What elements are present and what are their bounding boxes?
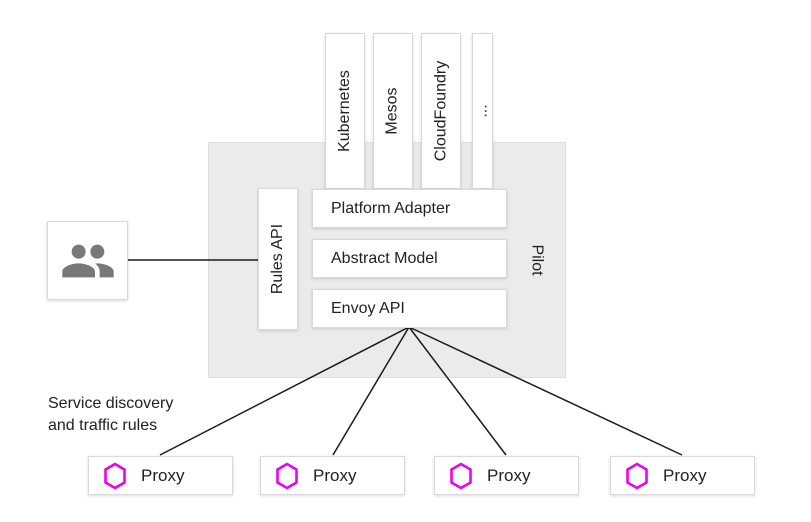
- users-box: [47, 221, 128, 300]
- platform-label-cloudfoundry: CloudFoundry: [432, 60, 449, 162]
- annotation-text: Service discovery and traffic rules: [48, 393, 173, 437]
- hexagon-icon-shape: [104, 461, 126, 490]
- hexagon-icon-shape: [626, 461, 648, 490]
- platform-adapter-label: Platform Adapter: [331, 199, 451, 217]
- proxy-box-3: Proxy: [434, 456, 579, 495]
- annotation-line-1: Service discovery: [48, 395, 174, 412]
- rules-api-label: Rules API: [269, 223, 287, 295]
- proxy-box-2: Proxy: [260, 456, 405, 495]
- platform-label-mesos: Mesos: [384, 87, 401, 135]
- envoy-api-box: Envoy API: [312, 289, 507, 328]
- platform-box-kubernetes: Kubernetes: [325, 33, 365, 189]
- proxy-box-4: Proxy: [610, 456, 755, 495]
- proxy-label: Proxy: [313, 465, 357, 485]
- platform-box-cloudfoundry: CloudFoundry: [421, 33, 461, 189]
- abstract-model-label: Abstract Model: [331, 249, 438, 267]
- hexagon-icon: [626, 461, 648, 490]
- rules-api-box: Rules API: [258, 188, 298, 330]
- hexagon-icon: [450, 461, 472, 490]
- platform-label-ellipsis: ...: [473, 104, 491, 118]
- envoy-to-proxy-1-line: [159, 326, 410, 456]
- proxy-label: Proxy: [141, 465, 185, 485]
- hexagon-icon: [276, 461, 298, 490]
- platform-box-ellipsis: ...: [472, 33, 493, 189]
- platform-label-kubernetes: Kubernetes: [336, 70, 353, 152]
- envoy-to-proxy-4-line: [408, 326, 683, 456]
- proxy-label: Proxy: [487, 465, 531, 485]
- platform-adapter-box: Platform Adapter: [312, 189, 507, 228]
- hexagon-icon-shape: [276, 461, 298, 490]
- people-icon-path: [61, 244, 114, 277]
- hexagon-icon-shape: [450, 461, 472, 490]
- envoy-to-proxy-2-line: [332, 326, 410, 456]
- envoy-api-label: Envoy API: [331, 299, 405, 317]
- annotation-line-2: and traffic rules: [48, 417, 158, 434]
- envoy-to-proxy-3-line: [408, 326, 507, 456]
- people-icon: [61, 244, 114, 277]
- platform-box-mesos: Mesos: [373, 33, 413, 189]
- hexagon-icon: [104, 461, 126, 490]
- proxy-label: Proxy: [663, 465, 707, 485]
- proxy-box-1: Proxy: [88, 456, 233, 495]
- abstract-model-box: Abstract Model: [312, 239, 507, 278]
